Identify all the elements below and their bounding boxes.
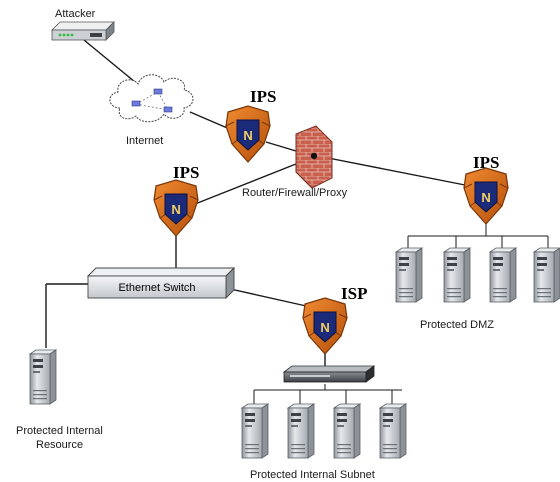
ips-label-right: IPS [473, 153, 499, 172]
subnet-server-icon [287, 403, 315, 459]
ethernet-switch-label: Ethernet Switch [118, 282, 195, 294]
attacker-modem-icon [51, 21, 115, 41]
protected-internal-subnet-label: Protected Internal Subnet [250, 469, 375, 481]
svg-text:N: N [320, 320, 329, 335]
svg-text:N: N [171, 202, 180, 217]
subnet-server-icon [379, 403, 407, 459]
isp-label: ISP [341, 284, 367, 303]
ips-label-top: IPS [250, 87, 276, 106]
dmz-server-icon [395, 247, 423, 303]
network-hub-icon [282, 365, 376, 383]
ips-shield-icon-top: N [225, 105, 271, 163]
dmz-server-icon [533, 247, 560, 303]
attacker-label: Attacker [55, 8, 96, 20]
internal-resource-server-icon [29, 349, 57, 405]
isp-shield-icon: N [302, 297, 348, 355]
ips-label-left: IPS [173, 163, 199, 182]
dmz-server-icon [443, 247, 471, 303]
protected-dmz-label: Protected DMZ [420, 319, 494, 331]
svg-text:N: N [481, 190, 490, 205]
internet-label: Internet [126, 135, 163, 147]
internal-resource-label-line2: Resource [36, 439, 83, 451]
internet-cloud-icon [109, 74, 194, 123]
ethernet-switch-icon [86, 266, 236, 300]
svg-text:N: N [243, 128, 252, 143]
internal-resource-label-line1: Protected Internal [16, 425, 103, 437]
dmz-server-icon [489, 247, 517, 303]
router-firewall-proxy-label: Router/Firewall/Proxy [242, 187, 348, 199]
ips-shield-icon-right: N [463, 167, 509, 225]
ips-shield-icon-left: N [153, 179, 199, 237]
subnet-server-icon [241, 403, 269, 459]
network-links [45, 39, 549, 404]
firewall-icon [295, 125, 333, 189]
subnet-server-icon [333, 403, 361, 459]
